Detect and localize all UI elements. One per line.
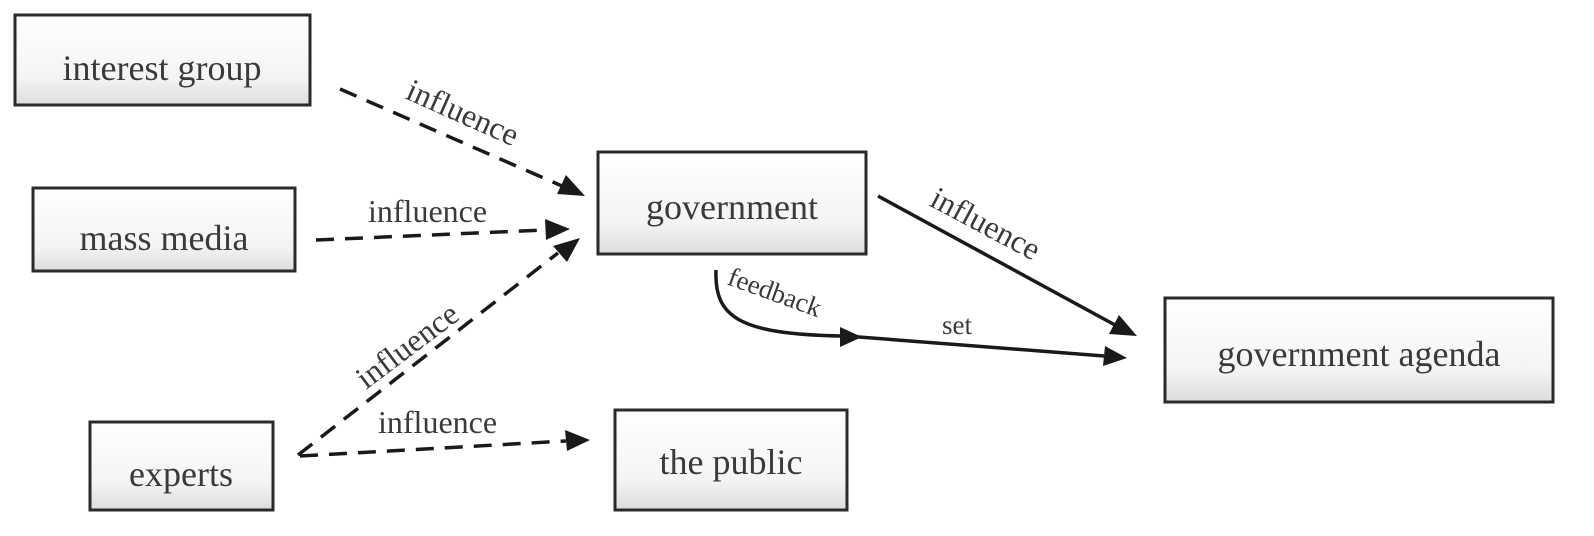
arrowhead-icon [565,430,590,451]
edge-mass-media-to-government: influence [315,193,570,242]
node-government-agenda: government agenda [1163,296,1555,404]
edge-experts-to-public-label: influence [378,404,497,440]
edge-experts-to-public-line [299,439,567,458]
arrowhead-icon [557,175,585,196]
edge-government-feedback-label: feedback [724,261,826,323]
edge-interest-group-to-government-line [339,87,563,188]
edge-experts-to-government-label: influence [349,295,466,395]
edge-government-set-agenda-label: set [942,310,972,340]
node-experts: experts [88,420,275,512]
arrowhead-icon [1103,346,1127,366]
node-experts-label: experts [129,454,233,494]
node-the-public-label: the public [660,442,803,482]
edge-experts-to-government-line [296,251,560,457]
node-government-label: government [646,187,818,227]
edge-government-set-agenda: set [845,310,1127,366]
node-interest-group: interest group [13,13,312,107]
edge-mass-media-to-government-label: influence [368,193,487,229]
node-interest-group-label: interest group [63,48,262,88]
edge-government-to-agenda: influence [877,179,1137,336]
edge-interest-group-to-government-label: influence [401,72,524,153]
edge-government-feedback: feedback [714,261,862,347]
arrowhead-icon [545,219,570,240]
arrowhead-icon [553,238,580,262]
node-government-agenda-label: government agenda [1218,334,1501,374]
edge-government-to-agenda-line [877,194,1116,327]
node-the-public: the public [613,408,849,512]
edge-mass-media-to-government-line [315,228,546,242]
edge-interest-group-to-government: influence [339,72,585,196]
arrowhead-icon [1109,315,1137,336]
node-government: government [596,150,868,256]
node-mass-media: mass media [31,186,297,273]
node-mass-media-label: mass media [80,218,249,258]
edge-government-feedback-line [714,269,843,338]
edge-experts-to-public: influence [299,404,590,458]
edge-government-set-agenda-line [845,334,1105,358]
